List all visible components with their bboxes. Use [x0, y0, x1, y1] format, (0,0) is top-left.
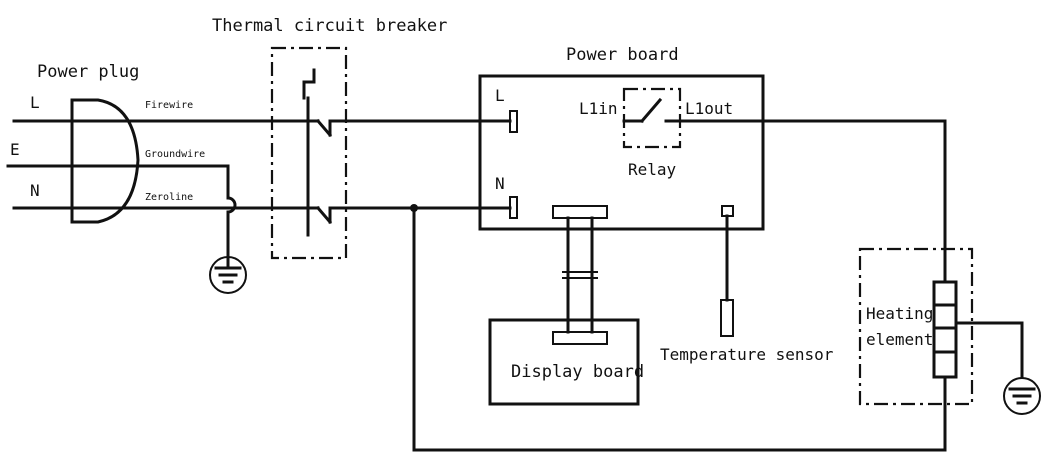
thermal-breaker-contacts: [302, 68, 333, 237]
display-connector: [552, 205, 608, 345]
wire-label-ground: Groundwire: [145, 149, 205, 160]
display-board-box: [488, 318, 640, 406]
heating-element-label-line1: Heating: [866, 304, 933, 323]
relay-box: [622, 87, 682, 149]
relay-label: Relay: [628, 160, 677, 179]
pin-label-earth: E: [10, 140, 20, 159]
wire-label-neutral: Zeroline: [145, 192, 193, 203]
board-terminal-label-live: L: [495, 86, 505, 105]
pin-label-live: L: [30, 93, 40, 112]
ground-symbol-icon: [1003, 377, 1041, 415]
relay-input-label: L1in: [579, 99, 618, 118]
live-wire-relay-to-heater: [678, 119, 947, 284]
board-terminal-live: [509, 110, 518, 133]
board-terminal-neutral: [509, 196, 518, 219]
neutral-return-wire: [412, 206, 947, 452]
power-board-box: [478, 74, 765, 231]
ground-wire: [6, 164, 237, 257]
temperature-sensor-icon: [720, 205, 734, 337]
relay-output-label: L1out: [685, 99, 733, 118]
power-plug-body: [70, 98, 140, 224]
display-board-label: Display board: [511, 362, 644, 382]
heater-ground-wire: [954, 321, 1024, 378]
heating-coil-icon: [932, 280, 958, 379]
temperature-sensor-label: Temperature sensor: [660, 345, 834, 364]
thermal-breaker-box: [270, 46, 348, 260]
board-terminal-label-neutral: N: [495, 174, 505, 193]
pin-label-neutral: N: [30, 181, 40, 200]
ground-symbol-icon: [209, 253, 247, 294]
wire-label-live: Firewire: [145, 100, 193, 111]
power-board-title: Power board: [566, 45, 679, 65]
thermal-breaker-title: Thermal circuit breaker: [212, 16, 447, 36]
relay-switch-icon: [639, 97, 682, 124]
heating-element-label-line2: element: [866, 330, 933, 349]
heating-element-box: [858, 247, 974, 406]
power-plug-title: Power plug: [37, 62, 139, 82]
